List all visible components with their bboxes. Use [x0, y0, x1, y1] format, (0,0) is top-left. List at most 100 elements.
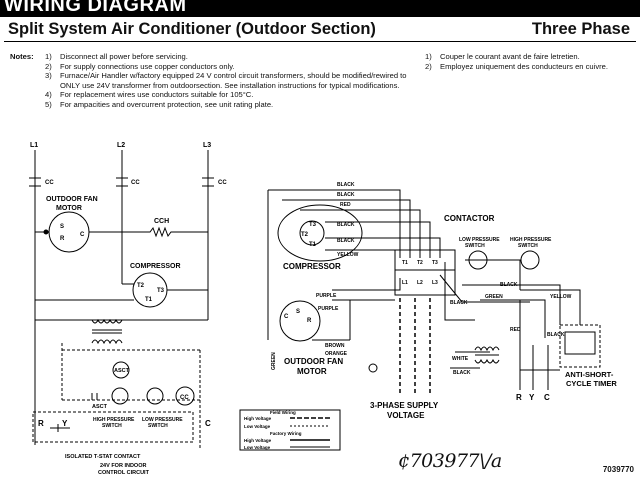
ladder-cch — [122, 226, 208, 238]
pictorial-asct-module — [564, 331, 596, 355]
hps-label-1: HIGH PRESSURE — [93, 417, 135, 423]
pictorial-hps-label-1: HIGH PRESSURE — [510, 237, 552, 243]
terminal-t3: T3 — [157, 288, 165, 294]
asct-small-label: ASCT — [92, 404, 108, 410]
note-item: 4) For replacement wires use conductors s… — [45, 90, 415, 100]
line-l2: L2 — [117, 142, 125, 149]
wire-color: BLACK — [337, 182, 355, 188]
ladder-contacts — [29, 177, 214, 187]
contactor-terminal: T1 — [402, 260, 408, 266]
phase-label: Three Phase — [531, 20, 630, 38]
indoor-label-1: 24V FOR INDOOR — [100, 463, 146, 469]
wire-color: BLACK — [500, 282, 518, 288]
lps-switch — [146, 387, 164, 405]
lps-label-1: LOW PRESSURE — [142, 417, 183, 423]
contactor-terminal: T2 — [417, 260, 423, 266]
cc-label: CC — [45, 180, 54, 186]
wire-color: BLACK — [337, 238, 355, 244]
pictorial-contactor — [394, 249, 456, 296]
legend-factory: Factory Wiring — [270, 431, 302, 436]
pictorial-fan-label-1: OUTDOOR FAN — [284, 357, 343, 366]
wire-color: BLACK — [547, 332, 565, 338]
contactor-terminal: T3 — [432, 260, 438, 266]
pictorial-fan-label-2: MOTOR — [297, 367, 327, 376]
note-number: 1) — [425, 52, 432, 61]
fan-terminal: R — [307, 318, 312, 324]
legend-factory-hv: High Voltage — [244, 438, 272, 443]
note-text: Couper le courant avant de faire letreti… — [440, 52, 580, 61]
contactor-terminal: L1 — [402, 280, 408, 286]
terminal-c: C — [80, 232, 85, 238]
note-text: For supply connections use copper conduc… — [60, 61, 235, 71]
wire-color: RED — [340, 202, 351, 208]
terminal-y-label: Y — [62, 419, 68, 428]
pictorial-lps — [468, 250, 488, 270]
notes-label: Notes: — [10, 52, 34, 61]
fan-terminal: S — [296, 309, 300, 315]
notes-english: 1) Disconnect all power before servicing.… — [45, 52, 415, 110]
ladder-fan-label-1: OUTDOOR FAN — [46, 196, 98, 203]
cc-coil — [175, 386, 195, 406]
ladder-power-lines — [34, 150, 209, 445]
note-number: 2) — [425, 61, 432, 71]
ryc-c: C — [544, 393, 550, 402]
pictorial-transformer — [474, 346, 500, 364]
contactor-terminal: L3 — [432, 280, 438, 286]
ladder-rc-terminals — [32, 411, 194, 443]
pictorial-asct-box — [559, 324, 601, 368]
wire-color: BLACK — [337, 192, 355, 198]
hps-label-2: SWITCH — [102, 423, 122, 429]
ground-symbol — [368, 363, 378, 373]
asct-label-2: CYCLE TIMER — [566, 379, 617, 388]
note-number: 1) — [45, 52, 52, 61]
note-text: For replacement wires use conductors sui… — [60, 90, 254, 100]
supply-label-2: VOLTAGE — [387, 411, 425, 420]
contactor-terminal: L2 — [417, 280, 423, 286]
terminal-c-label: C — [205, 419, 211, 428]
wire-color: RED — [510, 327, 521, 333]
supply-label-1: 3-PHASE SUPPLY — [370, 401, 439, 410]
note-text: Disconnect all power before servicing. — [60, 52, 188, 61]
terminal-r-label: R — [38, 419, 44, 428]
header-banner: WIRING DIAGRAM — [4, 0, 187, 16]
diagram-title: Split System Air Conditioner (Outdoor Se… — [8, 20, 376, 38]
cc-label: CC — [218, 180, 227, 186]
wire-color: BLACK — [450, 300, 468, 306]
fan-terminal: C — [284, 314, 289, 320]
pictorial-lps-label-2: SWITCH — [465, 243, 485, 249]
pictorial-wires — [267, 189, 581, 371]
pictorial-supply-lines — [399, 298, 431, 395]
note-number: 5) — [45, 99, 52, 109]
note-number: 4) — [45, 90, 52, 100]
pictorial-compressor-label: COMPRESSOR — [283, 262, 341, 271]
wire-color: YELLOW — [337, 252, 359, 258]
cc-coil-label: CC — [180, 395, 189, 401]
note-item: 1) Couper le courant avant de faire letre… — [425, 52, 635, 62]
wire-color: PURPLE — [316, 293, 337, 299]
wire-color: WHITE — [452, 356, 469, 362]
note-item: 5)For ampacities and overcurrent protect… — [45, 100, 415, 110]
note-number: 2) — [45, 61, 52, 71]
pictorial-hps — [520, 250, 540, 270]
ladder-compressor-label: COMPRESSOR — [130, 263, 181, 270]
legend-field-hv: High Voltage — [244, 416, 272, 421]
ladder-transformer — [35, 290, 209, 345]
ryc-y: Y — [529, 393, 535, 402]
note-text: Employez uniquement des conducteurs en c… — [440, 61, 609, 71]
asct-label-1: ANTI-SHORT- — [565, 370, 614, 379]
terminal-t2: T2 — [137, 283, 145, 289]
header-banner-bar: WIRING DIAGRAM — [0, 0, 640, 17]
wiring-legend-box — [239, 409, 341, 451]
hps-switch — [111, 387, 129, 405]
lps-label-2: SWITCH — [148, 423, 168, 429]
pictorial-ryc-leads — [519, 345, 549, 390]
note-item: 2) Employez uniquement des conducteurs en… — [425, 62, 635, 72]
asct-coil — [112, 361, 130, 379]
wire-color: BLACK — [453, 370, 471, 376]
comp-terminal: T3 — [309, 222, 317, 228]
notes-french: 1) Couper le courant avant de faire letre… — [425, 52, 635, 71]
ladder-fan-label-2: MOTOR — [56, 205, 82, 212]
terminal-s: S — [60, 224, 64, 230]
wire-color: BLACK — [337, 222, 355, 228]
wire-color: ORANGE — [325, 351, 348, 357]
